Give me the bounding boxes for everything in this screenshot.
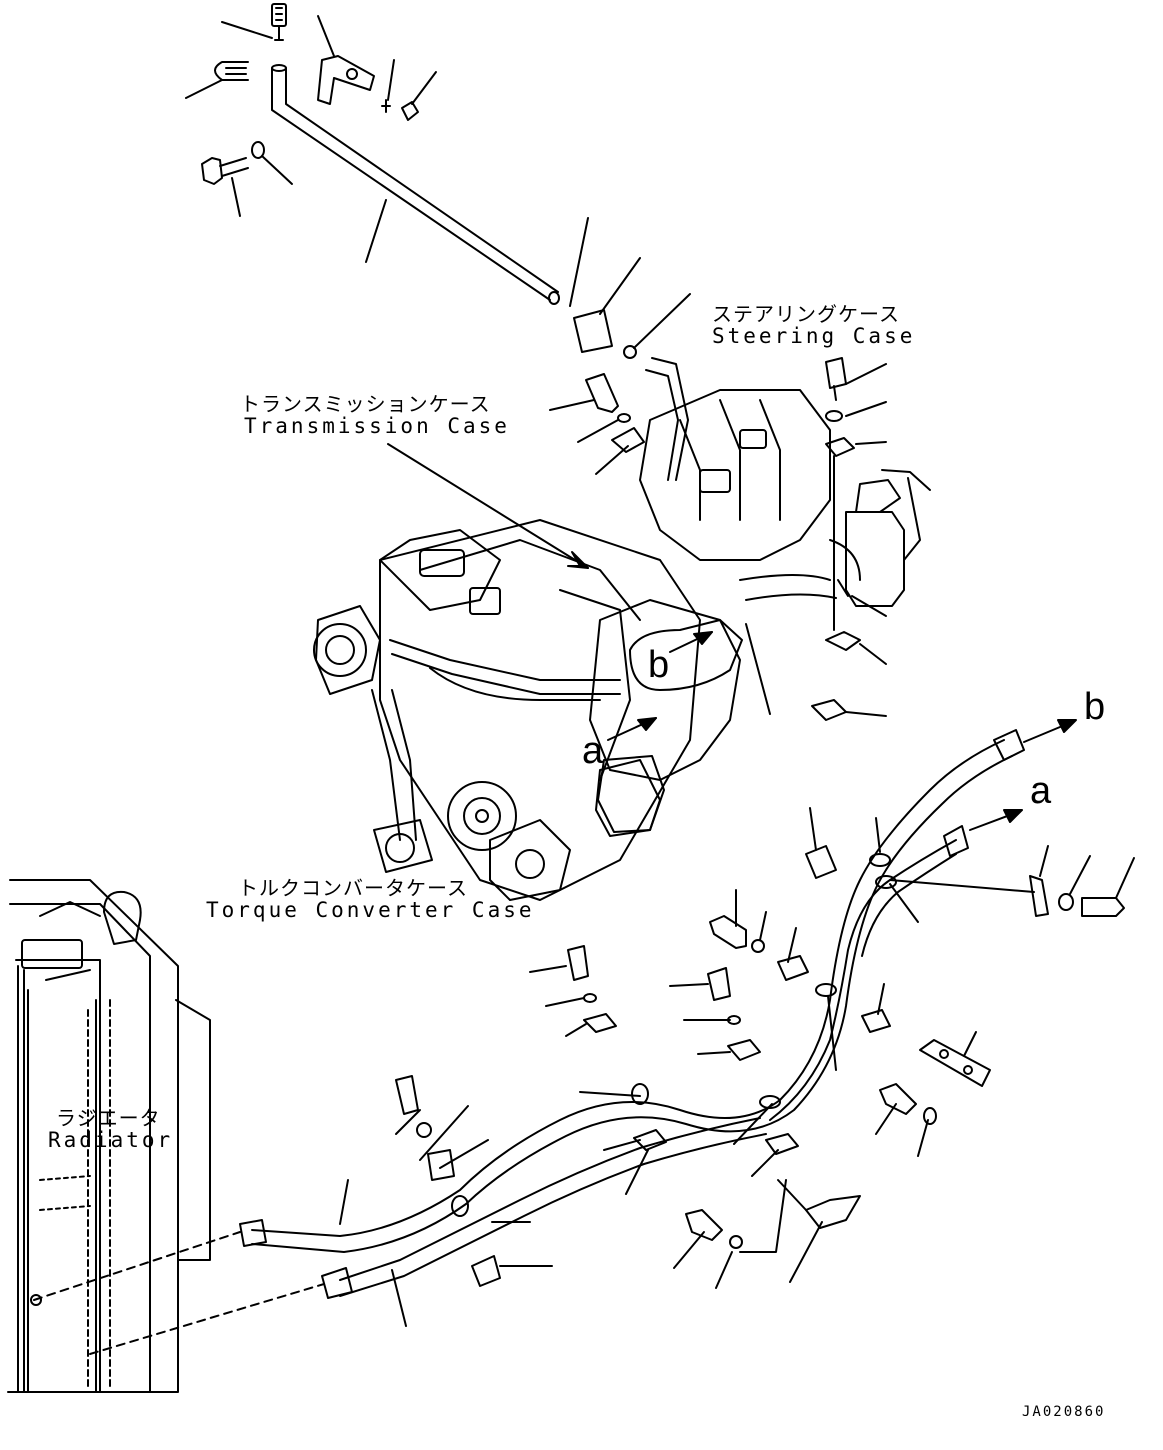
torque-converter-label-en: Torque Converter Case xyxy=(206,898,535,922)
clamp xyxy=(472,1256,500,1286)
u-clip xyxy=(215,62,248,80)
hose-sleeve xyxy=(574,310,612,352)
clamp xyxy=(862,1010,890,1032)
breather-tube-assembly xyxy=(186,4,690,358)
steering-case-label-en: Steering Case xyxy=(712,324,916,348)
clamp xyxy=(778,956,808,980)
radiator xyxy=(8,880,210,1392)
transmission-assembly xyxy=(314,358,930,900)
bolt xyxy=(1082,898,1124,916)
steering-case-label-jp: ステアリングケース xyxy=(712,302,900,326)
washer xyxy=(252,142,264,158)
breather-tube xyxy=(272,68,558,300)
bolt xyxy=(686,1210,722,1240)
transmission-case-label-en: Transmission Case xyxy=(244,414,510,438)
clamp xyxy=(826,438,854,456)
tube-bracket xyxy=(318,56,374,104)
clamp xyxy=(812,700,846,720)
clamp xyxy=(1030,876,1048,916)
torque-converter-label-jp: トルクコンバータケース xyxy=(238,876,468,900)
bolt xyxy=(568,946,588,980)
callout-a-engine: a xyxy=(582,730,604,772)
fitting xyxy=(944,826,968,856)
drawing-code: JA020860 xyxy=(1022,1404,1106,1420)
callout-a-hose: a xyxy=(1030,770,1052,812)
hose-lower-a xyxy=(770,840,956,1120)
bolt xyxy=(880,1084,916,1114)
radiator-label-en: Radiator xyxy=(48,1128,174,1152)
hose-upper-b xyxy=(252,740,1004,1236)
cooler-hoses xyxy=(34,720,1134,1354)
fitting xyxy=(994,730,1024,760)
clamp xyxy=(428,1150,454,1180)
bolt xyxy=(586,374,618,412)
clamp xyxy=(612,428,644,452)
clamp xyxy=(766,1134,798,1154)
bracket xyxy=(920,1040,990,1086)
transmission-leader xyxy=(388,444,588,568)
bolt xyxy=(710,916,746,948)
clamp xyxy=(728,1040,760,1060)
clamp xyxy=(584,1014,616,1032)
clamp xyxy=(806,1196,860,1228)
clamp xyxy=(806,846,836,878)
fitting xyxy=(322,1268,352,1298)
callout-b-hose: b xyxy=(1084,686,1106,728)
callout-b-engine: b xyxy=(648,644,670,686)
bolt xyxy=(202,158,248,184)
clamp xyxy=(826,632,860,650)
hose-clamp xyxy=(402,102,418,120)
bolt xyxy=(826,358,846,400)
bolt xyxy=(708,968,730,1000)
oil-filter xyxy=(846,512,904,606)
radiator-label-jp: ラジエータ xyxy=(56,1106,161,1130)
bolt xyxy=(396,1076,418,1114)
fitting xyxy=(240,1220,266,1246)
clamp xyxy=(634,1130,666,1150)
transmission-case-label-jp: トランスミッションケース xyxy=(240,392,491,416)
